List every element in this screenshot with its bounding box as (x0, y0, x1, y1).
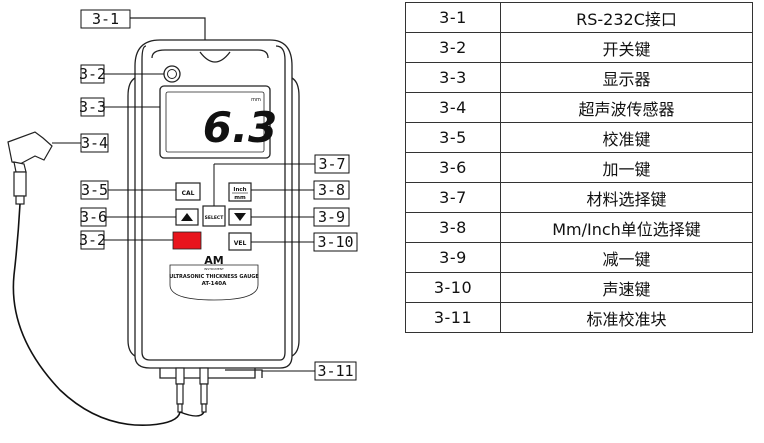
brand-logo: AM (204, 254, 223, 267)
svg-text:3-2: 3-2 (79, 231, 106, 249)
triangle-up-icon (181, 213, 193, 221)
legend-code: 3-3 (405, 62, 501, 93)
svg-text:3-10: 3-10 (317, 233, 353, 251)
callout-3-10: 3-10 (313, 232, 358, 252)
svg-text:3-8: 3-8 (318, 181, 345, 199)
callout-3-2-bottom: 3-2 (79, 230, 106, 250)
svg-text:3-3: 3-3 (79, 98, 106, 116)
callout-3-5: 3-5 (80, 180, 109, 200)
legend-label: 声速键 (500, 272, 753, 303)
svg-text:3-6: 3-6 (80, 208, 107, 226)
svg-text:Inch: Inch (233, 187, 246, 193)
callout-3-7: 3-7 (314, 154, 350, 174)
legend-label: 校准键 (500, 122, 753, 153)
legend-code: 3-2 (405, 32, 501, 63)
rs232-cable (130, 17, 206, 40)
select-button[interactable]: SELECT (202, 205, 226, 227)
inch-mm-button[interactable]: Inch mm (228, 182, 252, 202)
svg-text:3-2: 3-2 (79, 65, 106, 83)
probe-cable (12, 203, 181, 427)
power-button[interactable] (172, 231, 202, 250)
svg-text:SELECT: SELECT (205, 215, 225, 221)
legend-code: 3-7 (405, 182, 501, 213)
legend-code: 3-4 (405, 92, 501, 123)
brand-panel: AM INSTRUMENT ULTRASONIC THICKNESS GAUGE… (169, 254, 259, 301)
callout-3-1: 3-1 (80, 9, 131, 29)
legend-code: 3-5 (405, 122, 501, 153)
svg-text:3-7: 3-7 (318, 155, 345, 173)
legend-code: 3-11 (405, 302, 501, 333)
probe-connectors (175, 367, 209, 413)
legend-code: 3-6 (405, 152, 501, 183)
display-screen: 6.3 mm (159, 85, 277, 159)
svg-text:3-11: 3-11 (317, 362, 353, 380)
legend-code: 3-10 (405, 272, 501, 303)
svg-text:3-5: 3-5 (81, 181, 108, 199)
up-button[interactable] (175, 208, 199, 226)
legend-label: RS-232C接口 (500, 2, 753, 33)
callout-3-8: 3-8 (313, 180, 350, 200)
callout-3-3: 3-3 (79, 97, 106, 117)
leader-lines (52, 73, 315, 372)
legend-code: 3-9 (405, 242, 501, 273)
legend-label: 标准校准块 (500, 302, 753, 333)
svg-text:VEL: VEL (234, 240, 247, 247)
legend-label: 开关键 (500, 32, 753, 63)
legend-label: 超声波传感器 (500, 92, 753, 123)
legend-label: 显示器 (500, 62, 753, 93)
down-button[interactable] (228, 208, 252, 226)
triangle-down-icon (234, 213, 246, 221)
vel-button[interactable]: VEL (228, 232, 252, 251)
display-unit: mm (251, 97, 261, 103)
svg-text:3-9: 3-9 (318, 208, 345, 226)
cal-button[interactable]: CAL (175, 182, 201, 201)
svg-text:CAL: CAL (182, 190, 195, 197)
callout-3-2-top: 3-2 (79, 64, 106, 84)
callout-3-9: 3-9 (313, 207, 350, 227)
legend-label: 材料选择键 (500, 182, 753, 213)
svg-text:3-4: 3-4 (81, 134, 108, 152)
device-diagram: 6.3 mm CAL Inch mm SELECT VEL AM INSTRUM… (7, 9, 358, 427)
legend-code: 3-1 (405, 2, 501, 33)
gauge-body (127, 39, 300, 379)
legend-code: 3-8 (405, 212, 501, 243)
svg-text:mm: mm (234, 195, 246, 201)
display-value: 6.3 (203, 103, 277, 152)
legend-label: 加一键 (500, 152, 753, 183)
callout-3-6: 3-6 (80, 207, 107, 227)
ultrasonic-probe (7, 131, 53, 205)
power-icon (163, 65, 181, 83)
callout-3-11: 3-11 (314, 361, 357, 381)
legend-label: 减一键 (500, 242, 753, 273)
svg-text:3-1: 3-1 (92, 10, 119, 28)
model-line: ULTRASONIC THICKNESS GAUGE (169, 274, 259, 280)
model-number: AT-140A (202, 281, 228, 287)
callout-3-4: 3-4 (80, 133, 109, 153)
legend-label: Mm/Inch单位选择键 (500, 212, 753, 243)
brand-sub: INSTRUMENT (204, 267, 224, 271)
